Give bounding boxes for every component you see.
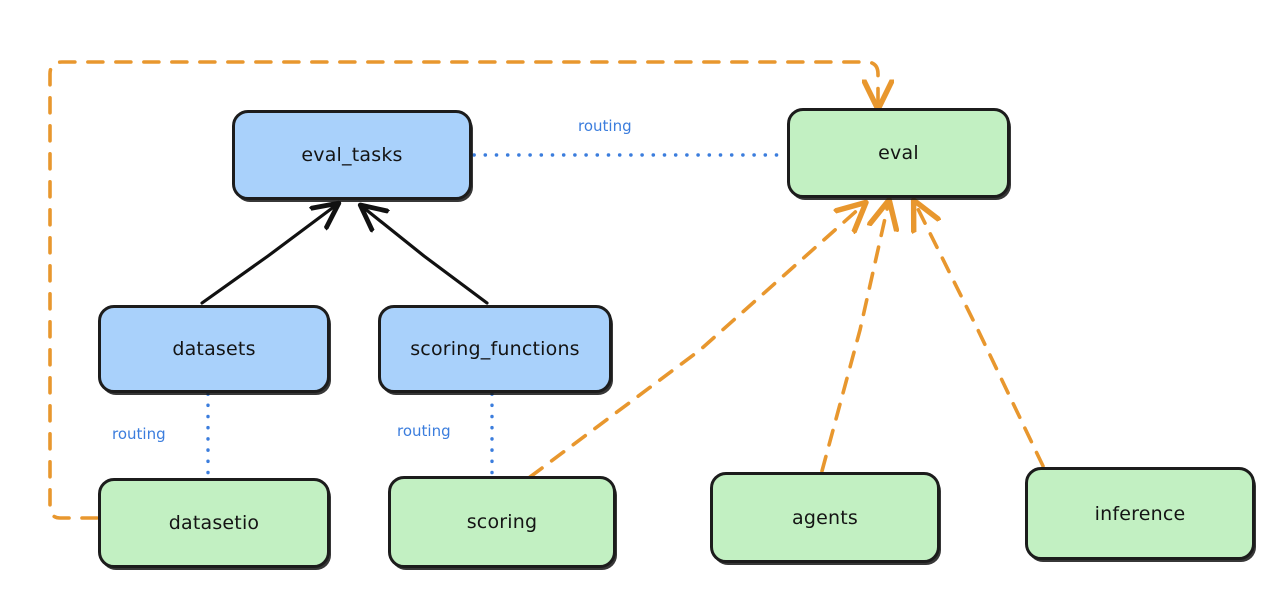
node-agents[interactable]: agents: [710, 472, 940, 563]
node-label-scoring-functions: scoring_functions: [410, 338, 580, 360]
node-label-eval: eval: [878, 142, 919, 164]
node-label-datasets: datasets: [172, 338, 256, 360]
node-scoring[interactable]: scoring: [388, 476, 616, 568]
node-label-inference: inference: [1094, 502, 1186, 525]
edge-label-routing-eval-tasks-eval: routing: [578, 117, 632, 135]
edge-agents-to-eval: [820, 205, 888, 473]
node-label-scoring: scoring: [466, 511, 538, 533]
edge-datasets-to-eval-tasks: [200, 206, 335, 305]
edge-inference-to-eval: [916, 205, 1045, 468]
node-label-datasetio: datasetio: [168, 512, 260, 534]
node-inference[interactable]: inference: [1025, 467, 1255, 560]
node-eval-tasks[interactable]: eval_tasks: [232, 110, 472, 200]
node-datasets[interactable]: datasets: [98, 305, 330, 393]
edge-scoring-functions-to-eval-tasks: [364, 208, 489, 305]
edge-label-routing-datasets-datasetio: routing: [112, 425, 166, 443]
node-eval[interactable]: eval: [787, 108, 1010, 198]
node-scoring-functions[interactable]: scoring_functions: [378, 305, 612, 393]
node-label-agents: agents: [792, 506, 858, 529]
node-datasetio[interactable]: datasetio: [98, 478, 330, 568]
node-label-eval-tasks: eval_tasks: [301, 144, 403, 166]
edge-label-routing-scoring-functions-scoring: routing: [397, 422, 451, 440]
